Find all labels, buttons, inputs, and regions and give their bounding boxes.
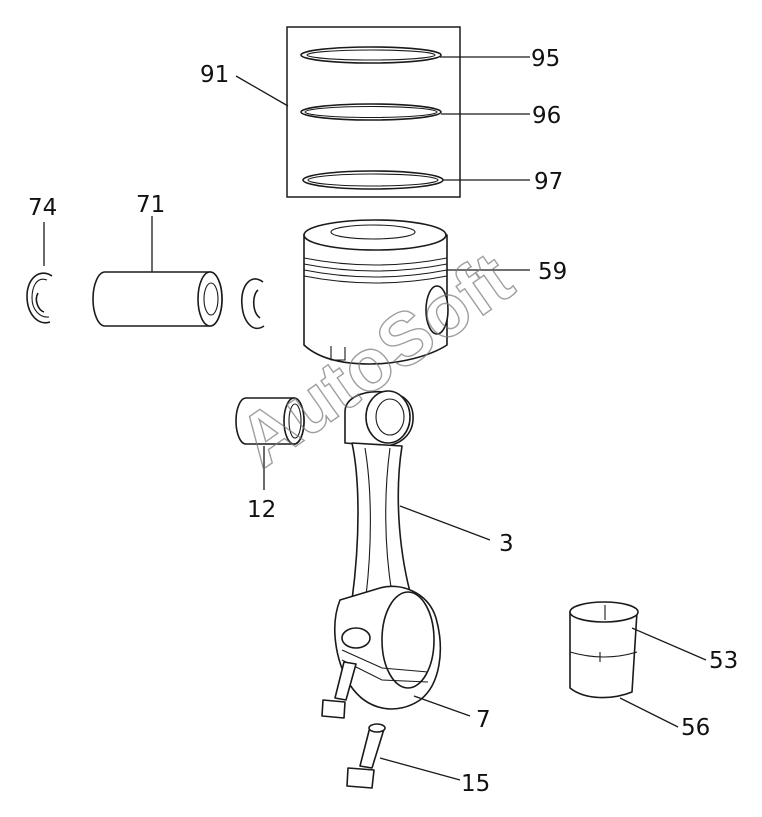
bearing-shells-53-56[interactable] (569, 601, 639, 699)
connecting-rod-bolt-15[interactable] (346, 723, 386, 789)
small-end-bushing-12[interactable] (235, 397, 305, 445)
callout-96: 96 (532, 103, 561, 129)
ring-set-box (286, 26, 461, 198)
callout-3: 3 (499, 531, 514, 557)
callout-71: 71 (136, 192, 165, 218)
callout-59: 59 (538, 259, 567, 285)
circlip-right[interactable] (240, 278, 265, 330)
leader-lines (43, 56, 707, 781)
piston-ring-95[interactable] (300, 46, 442, 64)
piston-pin-71[interactable] (92, 271, 223, 327)
callout-7: 7 (476, 707, 491, 733)
piston-ring-97[interactable] (302, 170, 444, 190)
connecting-rod-3[interactable] (321, 390, 442, 719)
callout-74: 74 (28, 195, 57, 221)
callout-91: 91 (200, 62, 229, 88)
callout-53: 53 (709, 648, 738, 674)
callout-12: 12 (247, 497, 276, 523)
callout-97: 97 (534, 169, 563, 195)
callout-15: 15 (461, 771, 490, 797)
piston-ring-96[interactable] (300, 103, 442, 121)
callout-95: 95 (531, 46, 560, 72)
piston-59[interactable] (303, 219, 449, 365)
circlip-74[interactable] (26, 272, 53, 324)
callout-56: 56 (681, 715, 710, 741)
